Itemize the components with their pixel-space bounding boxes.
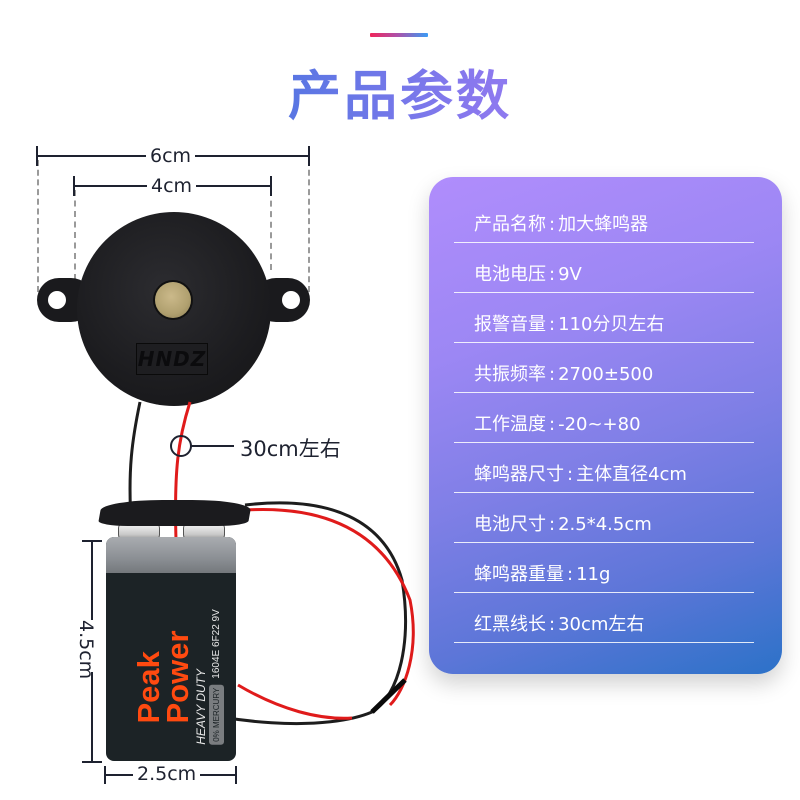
spec-row-buzzer-size: 蜂鸣器尺寸:主体直径4cm (454, 442, 754, 493)
spec-value: 9V (558, 264, 582, 285)
spec-row-alarm-volume: 报警音量:110分贝左右 (454, 292, 754, 343)
spec-value: 2700±500 (558, 364, 654, 385)
battery-brand-line1: Peak (131, 651, 166, 724)
spec-label: 蜂鸣器重量 (474, 564, 564, 585)
dim-guide-outer-left (37, 160, 39, 292)
spec-value: 110分贝左右 (558, 314, 665, 335)
spec-label: 电池电压 (474, 264, 546, 285)
dim-label-inner-width: 4cm (147, 176, 197, 196)
spec-label: 蜂鸣器尺寸 (474, 464, 564, 485)
spec-row-battery-voltage: 电池电压:9V (454, 242, 754, 293)
spec-separator: : (549, 614, 556, 635)
dim-guide-outer-right (308, 160, 310, 292)
dim-tick-inner-right (270, 176, 272, 196)
spec-value: 加大蜂鸣器 (558, 214, 649, 235)
battery-snap-connector (97, 500, 253, 526)
battery-details: HEAVY DUTY 0% MERCURY 1604E 6F22 9V (184, 597, 234, 757)
dim-tick-outer-left (36, 146, 38, 166)
spec-value: 11g (576, 564, 611, 585)
spec-row-operating-temperature: 工作温度:-20~+80 (454, 392, 754, 443)
spec-label: 产品名称 (474, 214, 546, 235)
spec-separator: : (549, 264, 556, 285)
mount-hole-icon (48, 291, 66, 309)
mount-hole-icon (282, 291, 300, 309)
dim-tick-width-left (104, 766, 106, 784)
spec-row-wire-length: 红黑线长:30cm左右 (454, 592, 754, 643)
dim-label-battery-height: 4.5cm (75, 620, 97, 680)
spec-separator: : (567, 564, 574, 585)
dim-label-battery-width: 2.5cm (133, 764, 201, 784)
spec-separator: : (549, 364, 556, 385)
dim-tick-inner-left (73, 176, 75, 196)
battery-mercury-badge: 0% MERCURY (209, 684, 224, 745)
spec-separator: : (549, 214, 556, 235)
dim-label-outer-width: 6cm (146, 146, 196, 166)
spec-row-resonant-frequency: 共振频率:2700±500 (454, 342, 754, 393)
spec-label: 红黑线长 (474, 614, 546, 635)
buzzer-sound-hole (155, 282, 191, 318)
spec-separator: : (549, 514, 556, 535)
dim-tick-width-right (235, 766, 237, 784)
spec-value: -20~+80 (558, 414, 641, 435)
spec-label: 工作温度 (474, 414, 546, 435)
spec-value: 主体直径4cm (576, 464, 687, 485)
spec-row-buzzer-weight: 蜂鸣器重量:11g (454, 542, 754, 593)
spec-row-product-name: 产品名称:加大蜂鸣器 (454, 192, 754, 243)
battery-subtitle: HEAVY DUTY (194, 668, 208, 745)
spec-label: 共振频率 (474, 364, 546, 385)
dim-guide-inner-left (74, 190, 76, 280)
spec-separator: : (567, 464, 574, 485)
dim-tick-outer-right (308, 146, 310, 166)
wire-length-label: 30cm左右 (240, 437, 341, 461)
spec-card: 产品名称:加大蜂鸣器 电池电压:9V 报警音量:110分贝左右 共振频率:270… (429, 177, 782, 674)
dim-guide-inner-right (270, 190, 272, 270)
spec-value: 30cm左右 (558, 614, 645, 635)
page-title: 产品参数 (0, 62, 800, 132)
battery-top-cap (106, 537, 236, 573)
spec-label: 电池尺寸 (474, 514, 546, 535)
spec-separator: : (549, 314, 556, 335)
spec-label: 报警音量 (474, 314, 546, 335)
dim-tick-height-bottom (82, 761, 102, 763)
spec-separator: : (549, 414, 556, 435)
battery-9v: Peak Power HEAVY DUTY 0% MERCURY1604E 6F… (106, 537, 236, 761)
spec-value: 2.5*4.5cm (558, 514, 652, 535)
battery-model: 1604E 6F22 9V (211, 609, 222, 679)
buzzer-logo: HNDZ (136, 343, 208, 375)
dim-tick-height-top (82, 540, 102, 542)
spec-row-battery-size: 电池尺寸:2.5*4.5cm (454, 492, 754, 543)
header-accent-bar (370, 33, 428, 37)
